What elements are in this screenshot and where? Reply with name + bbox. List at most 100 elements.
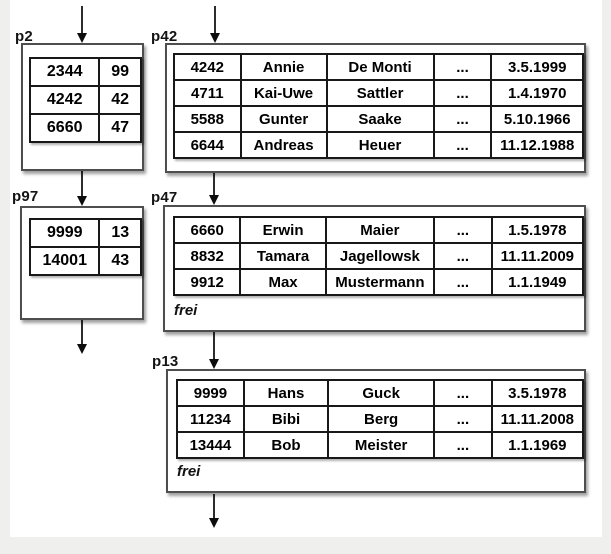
flow-arrow-p97-down xyxy=(77,320,87,354)
directory-table-p2: 2344 99 4242 42 6660 47 xyxy=(28,57,142,143)
flow-arrow-p47-to-p13 xyxy=(209,332,219,369)
record-cell: 11.11.2008 xyxy=(490,405,585,433)
record-cell: 14001 xyxy=(28,246,101,276)
page-node-p2: 2344 99 4242 42 6660 47 xyxy=(21,43,144,171)
page-label-p42: p42 xyxy=(151,28,178,45)
record-cell: 11234 xyxy=(176,405,245,433)
record-cell: 2344 xyxy=(28,57,101,87)
record-cell: ... xyxy=(433,431,493,459)
record-cell: Berg xyxy=(327,405,436,433)
arrow-shaft xyxy=(214,6,216,35)
record-cell: 13 xyxy=(98,218,142,248)
record-cell: 5588 xyxy=(173,105,242,133)
record-cell: 9999 xyxy=(176,379,245,407)
record-cell: 9912 xyxy=(172,268,242,296)
record-cell: 5.10.1966 xyxy=(490,105,584,133)
record-cell: 4242 xyxy=(173,53,242,81)
records-table-p42: 4242 Annie De Monti ... 3.5.1999 4711 Ka… xyxy=(173,53,584,159)
record-cell: ... xyxy=(433,242,493,270)
arrow-shaft xyxy=(213,173,215,197)
record-cell: 6644 xyxy=(173,131,242,159)
arrow-down-icon xyxy=(77,33,87,43)
record-cell: Andreas xyxy=(239,131,328,159)
record-cell: Hans xyxy=(242,379,330,407)
directory-table-p97: 9999 13 14001 43 xyxy=(28,218,142,276)
table-row: 9999 Hans Guck ... 3.5.1978 xyxy=(176,379,585,407)
record-cell: 3.5.1999 xyxy=(490,53,584,81)
flow-arrow-top-to-p42 xyxy=(210,6,220,43)
record-cell: ... xyxy=(432,79,493,107)
table-row: 6660 Erwin Maier ... 1.5.1978 xyxy=(172,216,585,244)
free-space-label: frei xyxy=(177,463,201,480)
record-cell: Bibi xyxy=(242,405,330,433)
table-row: 6644 Andreas Heuer ... 11.12.1988 xyxy=(173,131,584,159)
flow-arrow-p2-to-p97 xyxy=(77,171,87,206)
arrow-down-icon xyxy=(209,195,219,205)
record-cell: 4242 xyxy=(28,85,101,115)
record-cell: 6660 xyxy=(172,216,242,244)
table-row: 9912 Max Mustermann ... 1.1.1949 xyxy=(172,268,585,296)
record-cell: 8832 xyxy=(172,242,242,270)
table-row: 4711 Kai-Uwe Sattler ... 1.4.1970 xyxy=(173,79,584,107)
table-row: 8832 Tamara Jagellowsk ... 11.11.2009 xyxy=(172,242,585,270)
page-node-p47: 6660 Erwin Maier ... 1.5.1978 8832 Tamar… xyxy=(163,205,586,332)
page-node-p42: 4242 Annie De Monti ... 3.5.1999 4711 Ka… xyxy=(165,43,586,173)
record-cell: 43 xyxy=(98,246,142,276)
records-table-p47: 6660 Erwin Maier ... 1.5.1978 8832 Tamar… xyxy=(172,216,585,296)
flow-arrow-p42-to-p47 xyxy=(209,173,219,205)
arrow-shaft xyxy=(81,6,83,35)
record-cell: Jagellowsk xyxy=(324,242,436,270)
record-cell: 1.4.1970 xyxy=(490,79,584,107)
record-cell: Bob xyxy=(242,431,330,459)
record-cell: Mustermann xyxy=(324,268,436,296)
record-cell: 11.12.1988 xyxy=(490,131,584,159)
arrow-down-icon xyxy=(77,196,87,206)
arrow-down-icon xyxy=(77,344,87,354)
page-label-p47: p47 xyxy=(151,189,178,206)
record-cell: ... xyxy=(432,105,493,133)
page-label-p13: p13 xyxy=(152,353,179,370)
record-cell: 6660 xyxy=(28,113,101,143)
record-cell: Meister xyxy=(327,431,436,459)
record-cell: Guck xyxy=(327,379,436,407)
records-table-p13: 9999 Hans Guck ... 3.5.1978 11234 Bibi B… xyxy=(176,379,585,459)
table-row: 6660 47 xyxy=(28,113,142,143)
arrow-down-icon xyxy=(210,33,220,43)
table-row: 9999 13 xyxy=(28,218,142,248)
record-cell: 4711 xyxy=(173,79,242,107)
record-cell: Erwin xyxy=(239,216,327,244)
table-row: 14001 43 xyxy=(28,246,142,276)
record-cell: ... xyxy=(432,53,493,81)
arrow-shaft xyxy=(213,494,215,520)
record-cell: 1.1.1969 xyxy=(490,431,585,459)
record-cell: Saake xyxy=(325,105,435,133)
record-cell: Max xyxy=(239,268,327,296)
record-cell: ... xyxy=(433,268,493,296)
record-cell: Kai-Uwe xyxy=(239,79,328,107)
table-row: 13444 Bob Meister ... 1.1.1969 xyxy=(176,431,585,459)
page-node-p97: 9999 13 14001 43 xyxy=(20,206,144,320)
record-cell: ... xyxy=(433,216,493,244)
page-node-p13: 9999 Hans Guck ... 3.5.1978 11234 Bibi B… xyxy=(166,369,586,493)
record-cell: ... xyxy=(433,379,493,407)
record-cell: Sattler xyxy=(325,79,435,107)
record-cell: 42 xyxy=(98,85,142,115)
record-cell: Maier xyxy=(324,216,436,244)
page-label-p2: p2 xyxy=(15,28,33,45)
record-cell: 1.5.1978 xyxy=(490,216,585,244)
arrow-down-icon xyxy=(209,359,219,369)
table-row: 2344 99 xyxy=(28,57,142,87)
record-cell: Tamara xyxy=(239,242,327,270)
flow-arrow-top-to-p2 xyxy=(77,6,87,43)
record-cell: 99 xyxy=(98,57,142,87)
flow-arrow-p13-down xyxy=(209,494,219,528)
record-cell: Heuer xyxy=(325,131,435,159)
arrow-shaft xyxy=(81,320,83,346)
record-cell: 47 xyxy=(98,113,142,143)
record-cell: 3.5.1978 xyxy=(490,379,585,407)
record-cell: 11.11.2009 xyxy=(490,242,585,270)
record-cell: ... xyxy=(432,131,493,159)
record-cell: De Monti xyxy=(325,53,435,81)
arrow-shaft xyxy=(81,171,83,198)
